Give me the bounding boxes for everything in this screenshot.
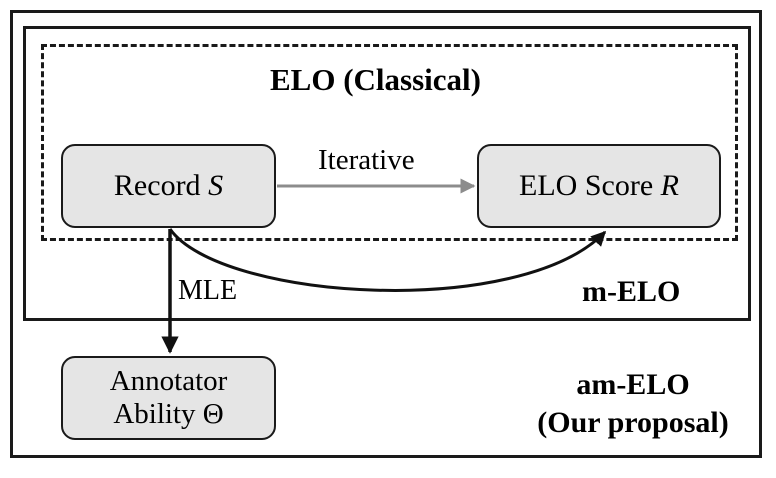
elo-score-node-text: ELO Score — [519, 169, 661, 202]
classical-elo-title: ELO (Classical) — [270, 62, 481, 97]
m-elo-frame — [23, 26, 751, 321]
record-node: Record S — [61, 144, 276, 228]
m-elo-label: m-ELO — [582, 275, 681, 308]
annotator-node-line1: Annotator — [109, 364, 228, 397]
mle-edge-label: MLE — [178, 275, 238, 306]
annotator-ability-node: Annotator Ability Θ — [61, 356, 276, 440]
elo-score-node: ELO Score R — [477, 144, 721, 228]
am-elo-frame — [10, 10, 762, 458]
iterative-edge-label: Iterative — [318, 144, 415, 176]
am-elo-title: am-ELO — [576, 368, 690, 401]
record-node-text: Record — [113, 169, 209, 202]
am-elo-label: am-ELO (Our proposal) — [520, 366, 746, 441]
record-node-var: S — [208, 169, 224, 202]
elo-score-node-var: R — [660, 169, 679, 202]
annotator-node-line2: Ability Θ — [113, 398, 224, 430]
am-elo-subtitle: (Our proposal) — [537, 405, 729, 439]
